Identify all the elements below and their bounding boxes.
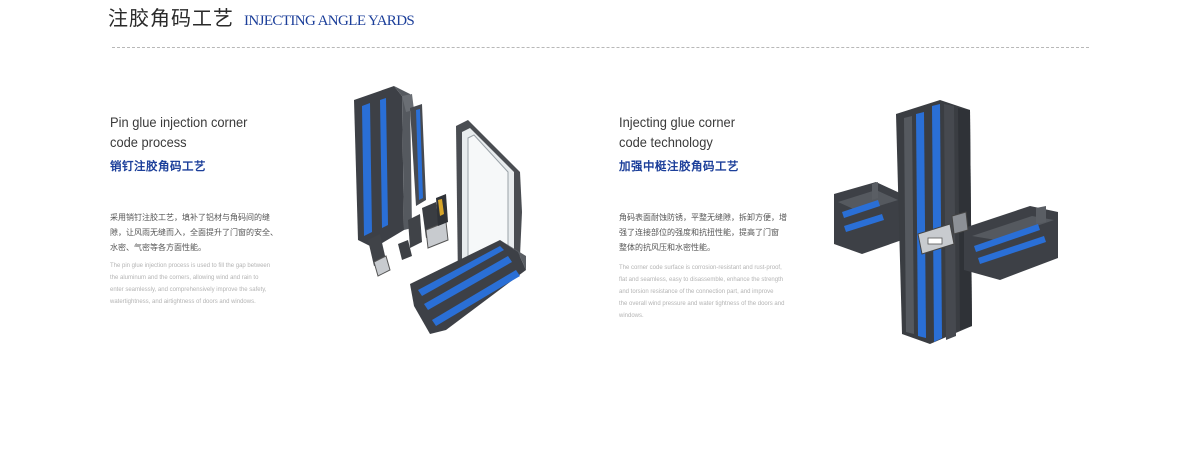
injecting-glue-description-cn: 角码表面耐蚀防锈，平整无缝隙，拆卸方便，增 强了连接部位的强度和抗扭性能，提高了… [619,213,787,252]
vertical-profile [354,86,426,248]
glass-pane [456,120,522,282]
right-horizontal-profile [964,206,1058,280]
pin-glue-description-en: The pin glue injection process is used t… [110,263,271,305]
corner-keys [368,194,449,277]
injecting-glue-technology-block: Injecting glue corner code technology 加强… [619,112,819,319]
injecting-glue-heading-line2: code technology [619,134,713,150]
mullion-joint-illustration [834,100,1058,344]
pin-glue-heading-line2: code process [110,134,187,150]
section-title-en: INJECTING ANGLE YARDS [244,13,415,29]
left-horizontal-profile [834,182,902,254]
vertical-mullion [896,100,972,344]
pin-glue-subtitle-cn: 销钉注胶角码工艺 [110,159,206,173]
pin-glue-corner-illustration [354,86,526,334]
pin-glue-heading-line1: Pin glue injection corner [110,114,248,130]
horizontal-profile [410,240,526,334]
section-header: 注胶角码工艺 INJECTING ANGLE YARDS [108,2,415,31]
injecting-glue-heading-line1: Injecting glue corner [619,114,735,130]
pin-glue-description-cn: 采用销钉注胶工艺，填补了铝材与角码间的缝 隙，让风雨无缝而入，全面提升了门窗的安… [110,213,278,252]
corner-key-connector [917,211,969,255]
injecting-glue-description-en: The corner code surface is corrosion-res… [619,265,785,319]
section-title-cn: 注胶角码工艺 [108,6,234,30]
injecting-glue-subtitle-cn: 加强中梃注胶角码工艺 [619,159,739,173]
pin-glue-process-block: Pin glue injection corner code process 销… [110,112,310,305]
header-divider [112,47,1089,48]
